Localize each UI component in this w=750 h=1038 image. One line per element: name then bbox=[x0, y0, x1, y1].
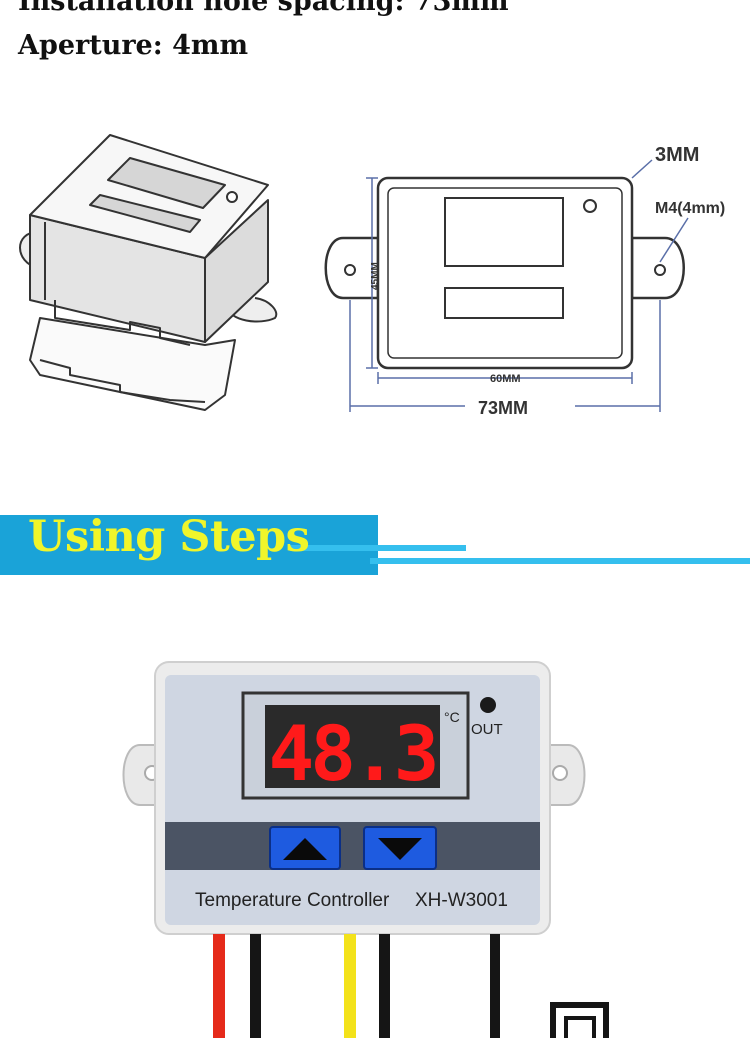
dim-hole-label: M4(4mm) bbox=[655, 200, 725, 217]
device-label: Temperature Controller bbox=[195, 890, 390, 911]
temperature-display: 48.3 bbox=[268, 709, 435, 798]
banner-decor-line bbox=[290, 545, 466, 551]
isometric-drawing bbox=[19, 134, 278, 411]
spec-aperture: Aperture: 4mm bbox=[18, 30, 249, 61]
out-indicator-label: OUT bbox=[471, 721, 503, 738]
dim-height-label: 45MM bbox=[370, 262, 381, 290]
spec-hole-spacing: Installation hole spacing: 73mm bbox=[18, 0, 509, 17]
down-button[interactable] bbox=[363, 826, 437, 870]
dim-width-total-label: 73MM bbox=[478, 398, 528, 418]
up-arrow-icon bbox=[283, 838, 327, 860]
wires bbox=[213, 934, 609, 1038]
controller-device bbox=[122, 661, 586, 935]
down-arrow-icon bbox=[378, 838, 422, 860]
dim-width-inner-label: 60MM bbox=[490, 373, 521, 385]
dimension-drawing: 3MM M4(4mm) 45MM 60MM 73MM bbox=[324, 144, 725, 418]
up-button[interactable] bbox=[269, 826, 341, 870]
banner-decor-line bbox=[370, 558, 750, 564]
device-model: XH-W3001 bbox=[415, 890, 508, 911]
unit-label: °C bbox=[444, 709, 460, 725]
section-title: Using Steps bbox=[28, 512, 310, 562]
dim-thickness-label: 3MM bbox=[655, 144, 699, 166]
